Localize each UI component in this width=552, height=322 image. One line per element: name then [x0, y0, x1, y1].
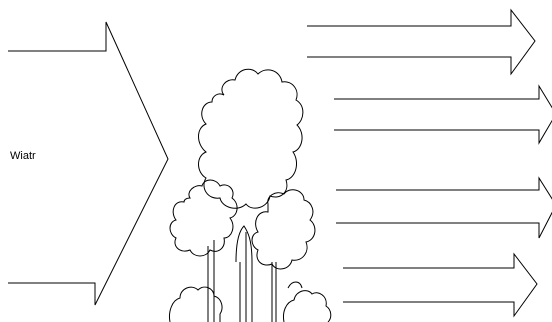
tree-trunk-center: [236, 226, 252, 322]
wind-label: Wiatr: [10, 149, 36, 163]
outgoing-arrow: [307, 10, 535, 74]
outgoing-arrow: [343, 254, 537, 316]
outgoing-arrow: [336, 178, 552, 238]
tree-tall: [199, 69, 303, 208]
bush-bottom-right: [283, 282, 330, 322]
tree-right: [252, 190, 315, 322]
tree-left: [170, 180, 237, 322]
incoming-wind-arrow: [8, 22, 168, 305]
outgoing-arrow: [334, 86, 552, 143]
